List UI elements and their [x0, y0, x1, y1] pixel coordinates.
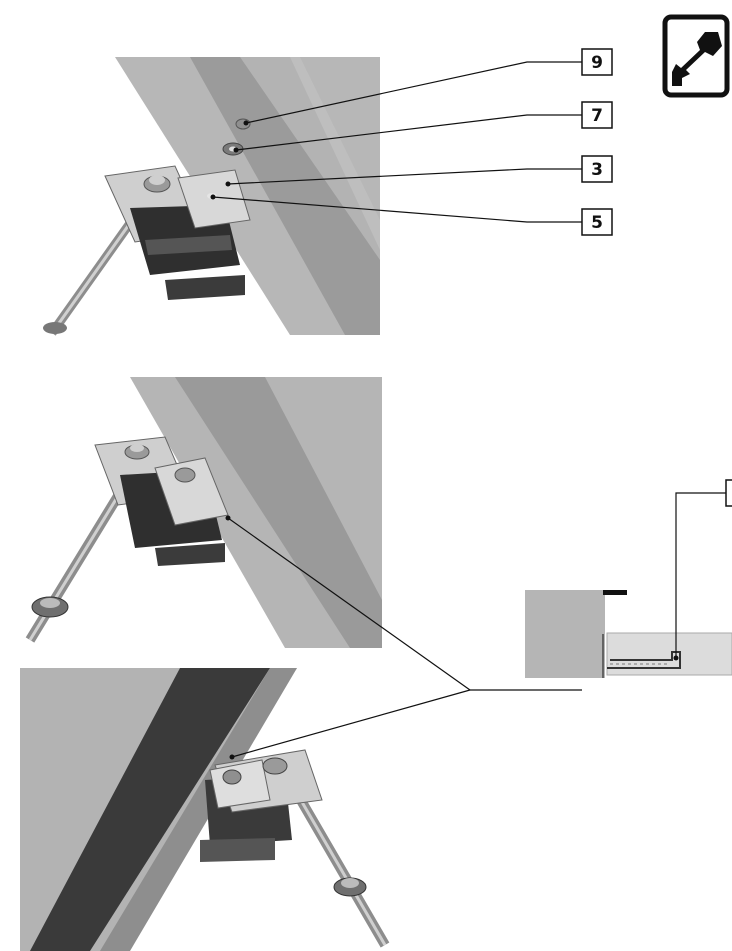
callout-3: 3: [581, 155, 613, 183]
wall-block: [525, 590, 605, 678]
callout-label: 9: [591, 53, 603, 73]
wrench-icon: [662, 14, 730, 98]
callout-9: 9: [581, 48, 613, 76]
view-bottom: [20, 668, 390, 951]
callout-label: 3: [591, 160, 603, 180]
detail-section: [525, 590, 732, 678]
leader-lines: [212, 61, 726, 758]
view-middle: [25, 377, 382, 648]
callout-5: 5: [581, 208, 613, 236]
view-top: [43, 57, 380, 336]
callout-label: 5: [591, 213, 603, 233]
callout-label: 7: [591, 106, 603, 126]
callout-7: 7: [581, 101, 613, 129]
callout-detail: [725, 479, 732, 507]
leader-dots: [210, 120, 679, 760]
